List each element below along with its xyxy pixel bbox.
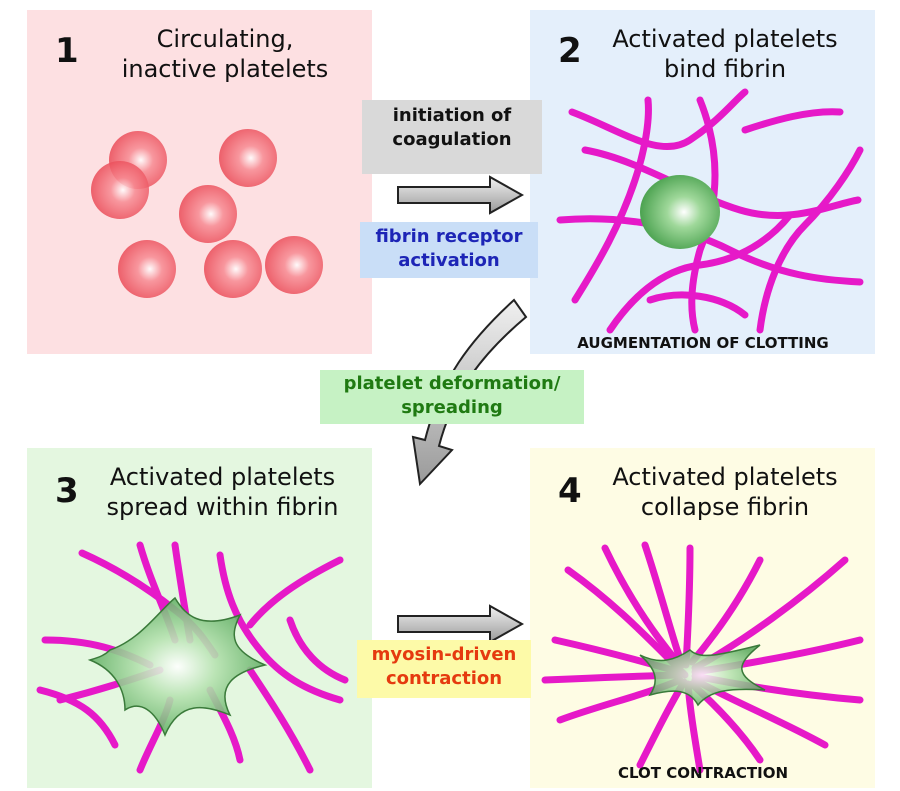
panel-title: Activated platelets bind fibrin [600,24,850,84]
panel-title: Activated platelets collapse fibrin [600,462,850,522]
platelet [219,129,277,187]
collapsed-platelet [639,644,766,707]
title-line: spread within fibrin [106,493,339,521]
inactive-platelets [91,129,323,298]
label-line: contraction [385,668,503,689]
label-line: fibrin receptor [375,226,523,247]
panel-title: Activated platelets spread within fibrin [85,462,360,522]
label-line: activation [398,250,500,271]
title-line: inactive platelets [121,55,329,83]
panel-3-spread [27,448,372,788]
platelet [118,240,176,298]
label-line: coagulation [392,129,512,150]
title-line: Circulating, [156,25,294,53]
platelet [204,240,262,298]
title-line: Activated platelets [612,463,838,491]
panel-number: 2 [558,31,582,71]
title-line: bind fibrin [663,55,787,83]
arrow-right-icon [397,604,525,644]
panel-number: 1 [55,31,79,71]
platelet [91,161,149,219]
label-line: platelet deformation/ [343,373,561,394]
arrow-right-icon [397,175,525,215]
panel-1-circulating [27,10,372,354]
fibrin-network-2 [556,88,864,334]
title-line: Activated platelets [109,463,336,491]
platelet [179,185,237,243]
label-line: initiation of [392,105,512,126]
title-line: collapse fibrin [640,493,810,521]
panel-number: 3 [55,471,79,511]
label-line: spreading [401,397,503,418]
panel-caption: AUGMENTATION OF CLOTTING [577,334,829,352]
panel-title: Circulating, inactive platelets [95,24,355,84]
panel-number: 4 [558,471,582,511]
myosin-label: myosin-driven contraction [357,640,531,698]
initiation-label: initiation of coagulation [362,100,542,174]
label-line: myosin-driven [371,644,517,665]
curved-arrow-icon [411,298,528,487]
title-line: Activated platelets [612,25,838,53]
panel-4-collapse [530,448,875,788]
spread-platelet [87,596,268,737]
receptor-label: fibrin receptor activation [360,222,538,278]
platelet [265,236,323,294]
activated-platelet [640,175,720,249]
panel-caption: CLOT CONTRACTION [617,764,789,782]
deformation-label: platelet deformation/ spreading [320,370,584,424]
